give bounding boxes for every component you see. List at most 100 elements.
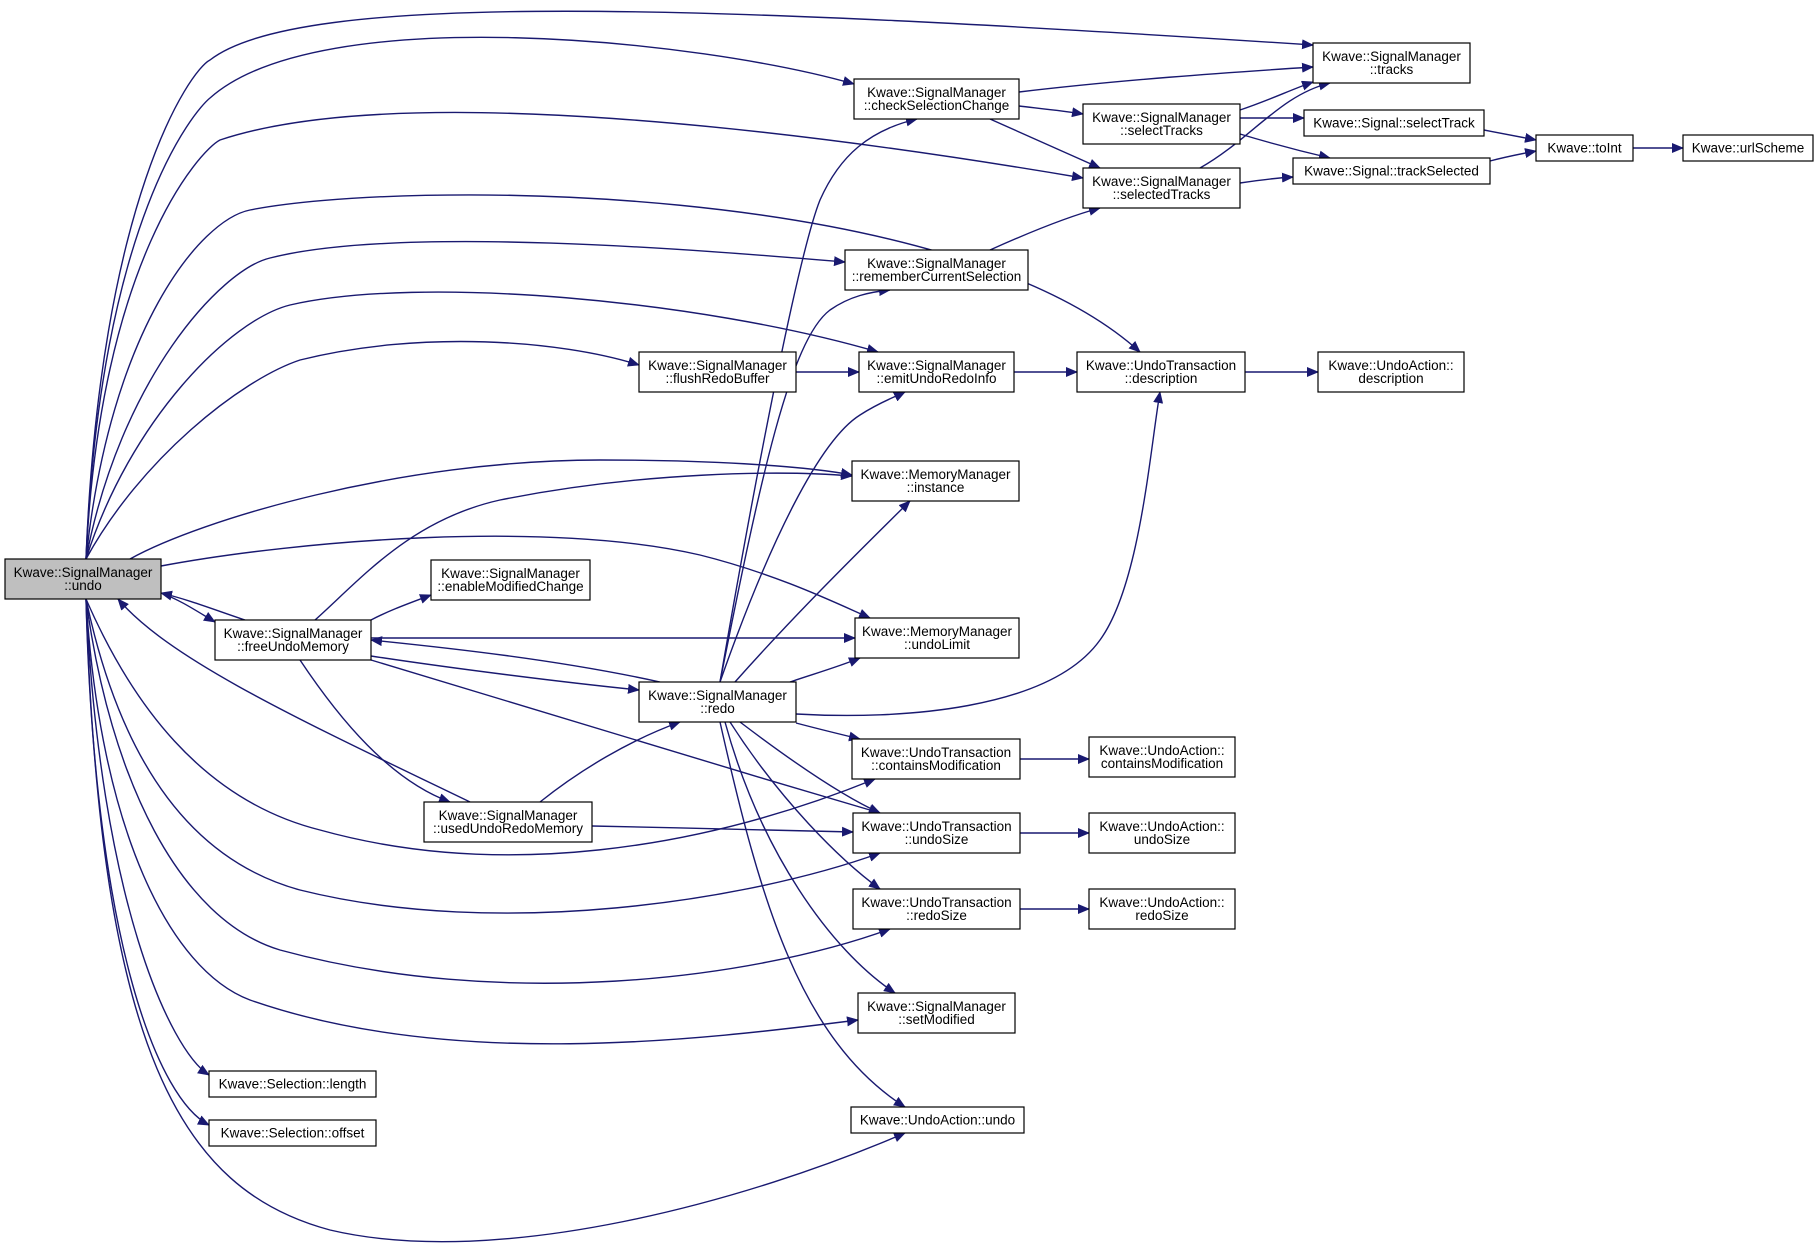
node-label: Kwave::SignalManager <box>1322 49 1461 64</box>
node-free-undo[interactable]: Kwave::SignalManager::freeUndoMemory <box>214 619 372 661</box>
node-box[interactable] <box>1082 167 1241 209</box>
node-label: Kwave::SignalManager <box>867 999 1006 1014</box>
node-select-tracks[interactable]: Kwave::SignalManager::selectTracks <box>1082 103 1241 145</box>
node-box[interactable] <box>1682 134 1814 162</box>
edge-undo_root-to-remember_sel <box>85 240 846 560</box>
node-box[interactable] <box>1535 134 1634 162</box>
node-box[interactable] <box>638 351 797 393</box>
edge-undo_root-to-ut_undo_size <box>85 598 881 914</box>
node-box[interactable] <box>1317 351 1465 393</box>
node-label: Kwave::urlScheme <box>1692 141 1805 156</box>
node-box[interactable] <box>1088 736 1236 778</box>
node-label: ::tracks <box>1370 62 1414 77</box>
edge-redo-to-ut_redo_size <box>729 721 881 890</box>
edge-selected_tracks-to-sm_tracks <box>1199 80 1331 169</box>
node-box[interactable] <box>851 460 1020 502</box>
node-sig-track-selected[interactable]: Kwave::Signal::trackSelected <box>1292 157 1491 185</box>
node-box[interactable] <box>850 1106 1025 1134</box>
node-box[interactable] <box>1303 109 1485 137</box>
node-ua-undo[interactable]: Kwave::UndoAction::undo <box>850 1106 1025 1134</box>
edge-redo-to-remember_sel <box>719 286 891 683</box>
node-label: ::usedUndoRedoMemory <box>433 821 583 836</box>
node-check-sel[interactable]: Kwave::SignalManager::checkSelectionChan… <box>853 78 1020 120</box>
node-sel-offset[interactable]: Kwave::Selection::offset <box>208 1119 377 1147</box>
node-mm-instance[interactable]: Kwave::MemoryManager::instance <box>851 460 1020 502</box>
node-sm-tracks[interactable]: Kwave::SignalManager::tracks <box>1312 42 1471 84</box>
node-selected-tracks[interactable]: Kwave::SignalManager::selectedTracks <box>1082 167 1241 209</box>
node-ut-redo-size[interactable]: Kwave::UndoTransaction::redoSize <box>852 888 1021 930</box>
node-set-modified[interactable]: Kwave::SignalManager::setModified <box>857 992 1016 1034</box>
node-emit-undo-redo[interactable]: Kwave::SignalManager::emitUndoRedoInfo <box>858 351 1015 393</box>
node-label: ::undoLimit <box>904 637 970 652</box>
edge-redo-to-free_undo <box>370 636 661 683</box>
node-box[interactable] <box>851 738 1021 780</box>
node-box[interactable] <box>1082 103 1241 145</box>
node-label: ::checkSelectionChange <box>864 98 1010 113</box>
node-ua-redo-size[interactable]: Kwave::UndoAction::redoSize <box>1088 888 1236 930</box>
node-box[interactable] <box>1088 812 1236 854</box>
node-box[interactable] <box>1292 157 1491 185</box>
node-label: description <box>1358 371 1423 386</box>
edge-free_undo-to-undo_root <box>160 590 246 621</box>
node-label: Kwave::MemoryManager <box>860 467 1011 482</box>
node-box[interactable] <box>430 559 591 601</box>
node-box[interactable] <box>208 1070 377 1098</box>
node-box[interactable] <box>844 249 1029 291</box>
node-box[interactable] <box>208 1119 377 1147</box>
node-box[interactable] <box>854 617 1020 659</box>
node-box[interactable] <box>1088 888 1236 930</box>
node-sel-length[interactable]: Kwave::Selection::length <box>208 1070 377 1098</box>
node-label: Kwave::SignalManager <box>867 358 1006 373</box>
node-label: containsModification <box>1101 756 1223 771</box>
node-undo-root[interactable]: Kwave::SignalManager::undo <box>4 558 162 600</box>
node-label: Kwave::MemoryManager <box>862 624 1013 639</box>
node-enable-mod[interactable]: Kwave::SignalManager::enableModifiedChan… <box>430 559 591 601</box>
node-ut-contains[interactable]: Kwave::UndoTransaction::containsModifica… <box>851 738 1021 780</box>
node-sig-select-track[interactable]: Kwave::Signal::selectTrack <box>1303 109 1485 137</box>
node-label: Kwave::SignalManager <box>648 358 787 373</box>
node-box[interactable] <box>852 888 1021 930</box>
node-label: Kwave::SignalManager <box>648 688 787 703</box>
node-label: ::selectedTracks <box>1113 187 1211 202</box>
node-box[interactable] <box>1076 351 1246 393</box>
edge-undo_root-to-sel_length <box>85 598 210 1076</box>
node-label: Kwave::UndoTransaction <box>861 895 1011 910</box>
node-label: Kwave::SignalManager <box>1092 110 1231 125</box>
node-box[interactable] <box>857 992 1016 1034</box>
edge-sig_track_selected-to-to_int <box>1489 148 1537 162</box>
node-label: ::enableModifiedChange <box>437 579 583 594</box>
node-box[interactable] <box>1312 42 1471 84</box>
edge-select_tracks-to-sm_tracks <box>1239 80 1314 111</box>
edge-used_undo_redo-to-ut_undo_size <box>591 825 854 837</box>
edge-select_tracks-to-sig_track_selected <box>1239 133 1331 161</box>
node-ut-undo-size[interactable]: Kwave::UndoTransaction::undoSize <box>852 812 1021 854</box>
edge-undo_root-to-flush_redo <box>85 340 640 560</box>
node-mm-undo-limit[interactable]: Kwave::MemoryManager::undoLimit <box>854 617 1020 659</box>
edge-selected_tracks-to-sig_track_selected <box>1239 172 1294 184</box>
node-remember-sel[interactable]: Kwave::SignalManager::rememberCurrentSel… <box>844 249 1029 291</box>
node-box[interactable] <box>638 681 797 723</box>
node-used-undo-redo[interactable]: Kwave::SignalManager::usedUndoRedoMemory <box>423 801 593 843</box>
node-ut-description[interactable]: Kwave::UndoTransaction::description <box>1076 351 1246 393</box>
node-flush-redo[interactable]: Kwave::SignalManager::flushRedoBuffer <box>638 351 797 393</box>
edge-undo_root-to-emit_undo_redo <box>85 291 879 560</box>
node-ua-description[interactable]: Kwave::UndoAction::description <box>1317 351 1465 393</box>
node-label: Kwave::Signal::trackSelected <box>1304 164 1479 179</box>
node-box[interactable] <box>423 801 593 843</box>
edge-used_undo_redo-to-redo <box>539 721 681 803</box>
node-url-scheme[interactable]: Kwave::urlScheme <box>1682 134 1814 162</box>
edge-free_undo-to-used_undo_redo <box>299 659 451 803</box>
node-ua-contains[interactable]: Kwave::UndoAction::containsModification <box>1088 736 1236 778</box>
node-box[interactable] <box>4 558 162 600</box>
node-ua-undo-size[interactable]: Kwave::UndoAction::undoSize <box>1088 812 1236 854</box>
node-box[interactable] <box>853 78 1020 120</box>
node-box[interactable] <box>858 351 1015 393</box>
node-label: ::redoSize <box>906 908 967 923</box>
node-redo[interactable]: Kwave::SignalManager::redo <box>638 681 797 723</box>
edge-redo-to-ua_undo <box>719 721 906 1108</box>
node-to-int[interactable]: Kwave::toInt <box>1535 134 1634 162</box>
node-box[interactable] <box>852 812 1021 854</box>
node-box[interactable] <box>214 619 372 661</box>
node-label: Kwave::UndoAction::undo <box>860 1113 1015 1128</box>
edge-free_undo-to-mm_instance <box>314 470 853 621</box>
